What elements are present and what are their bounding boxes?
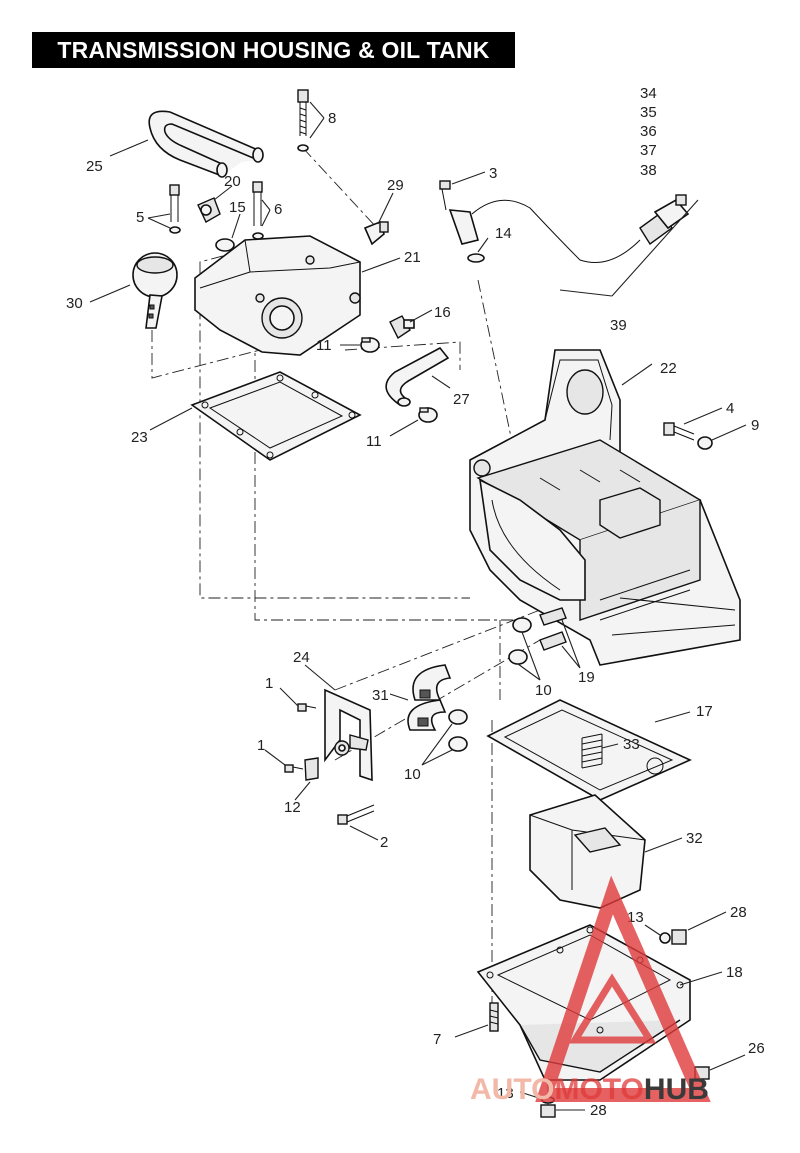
vent-hose-part-25 <box>148 110 264 178</box>
callout-22: 22 <box>660 360 677 377</box>
hose-clamp-part-10-upper-b <box>508 649 528 665</box>
callout-10-upper: 10 <box>535 682 552 699</box>
callout-1-lower: 1 <box>257 737 265 754</box>
leader-lines <box>89 101 747 1111</box>
callout-27: 27 <box>453 391 470 408</box>
fitting-part-16 <box>389 315 415 340</box>
callout-labels: 8 25 20 5 15 6 29 21 30 16 11 27 11 23 3… <box>66 85 765 1119</box>
spring-part-33 <box>581 733 603 769</box>
callout-8: 8 <box>328 110 336 127</box>
callout-17: 17 <box>696 703 713 720</box>
callout-4: 4 <box>726 400 734 417</box>
callout-7: 7 <box>433 1031 441 1048</box>
callout-2: 2 <box>380 834 388 851</box>
callout-23: 23 <box>131 429 148 446</box>
callout-30: 30 <box>66 295 83 312</box>
callout-14: 14 <box>495 225 512 242</box>
bolt-part-5 <box>169 184 181 234</box>
callout-5: 5 <box>136 209 144 226</box>
baffle-part-32 <box>529 794 646 909</box>
callout-24: 24 <box>293 649 310 666</box>
top-cover-part-21 <box>194 235 361 356</box>
callout-1-upper: 1 <box>265 675 273 692</box>
screw-part-1-lower <box>284 764 304 773</box>
callout-37: 37 <box>640 142 657 159</box>
hose-clamp-part-10-lower-b <box>448 736 468 752</box>
callout-36: 36 <box>640 123 657 140</box>
watermark-moto: MOTO <box>554 1073 644 1106</box>
bracket-part-24 <box>324 688 373 782</box>
callout-11-upper: 11 <box>316 337 332 354</box>
bracket-part-12 <box>304 757 319 781</box>
wiring-harness-part-39 <box>471 194 690 263</box>
callout-25: 25 <box>86 158 103 175</box>
callout-39: 39 <box>610 317 627 334</box>
bolt-part-6 <box>252 181 264 240</box>
callout-34: 34 <box>640 85 657 102</box>
callout-29: 29 <box>387 177 404 194</box>
fitting-part-19-lower <box>539 631 567 651</box>
callout-3: 3 <box>489 165 497 182</box>
callout-19: 19 <box>578 669 595 686</box>
callout-13-lower: 13 <box>497 1085 514 1102</box>
callout-32: 32 <box>686 830 703 847</box>
bolt-part-4 <box>663 422 695 441</box>
drain-plug-part-28-lower <box>540 1104 556 1118</box>
watermark-auto: AUTO <box>470 1073 555 1106</box>
drain-plug-part-28-upper <box>671 929 687 945</box>
callout-9: 9 <box>751 417 759 434</box>
o-ring-part-14 <box>467 253 485 263</box>
watermark-logo-icon <box>535 875 711 1102</box>
gasket-part-23 <box>190 371 362 461</box>
hose-clamp-part-10-upper-a <box>512 617 532 633</box>
callout-21: 21 <box>404 249 421 266</box>
sender-part-20 <box>197 197 221 223</box>
hose-part-31 <box>407 664 452 731</box>
hose-clamp-part-11-upper <box>360 337 380 353</box>
sensor-part-3 <box>439 180 479 245</box>
callout-11-lower: 11 <box>366 433 382 450</box>
hose-part-27 <box>385 346 450 407</box>
callout-10-lower: 10 <box>404 766 421 783</box>
dipstick-part-30 <box>132 252 178 329</box>
callout-12: 12 <box>284 799 301 816</box>
callout-31: 31 <box>372 687 389 704</box>
elbow-fitting-part-29 <box>363 220 389 246</box>
gasket-part-17 <box>486 699 692 801</box>
callout-15: 15 <box>229 199 246 216</box>
o-ring-part-13-upper <box>659 932 671 944</box>
callout-35: 35 <box>640 104 657 121</box>
callout-28-upper: 28 <box>730 904 747 921</box>
watermark-text: AUTOMOTOHUB <box>470 1070 800 1110</box>
screw-part-1-upper <box>297 703 317 712</box>
hose-clamp-part-10-lower-a <box>448 709 468 725</box>
callout-20: 20 <box>224 173 241 190</box>
fitting-part-19-upper <box>539 607 567 626</box>
bolt-part-2 <box>337 804 375 825</box>
watermark-hub: HUB <box>643 1073 709 1106</box>
callout-38: 38 <box>640 162 657 179</box>
page-title: TRANSMISSION HOUSING & OIL TANK <box>57 37 490 63</box>
transmission-housing-part-22 <box>469 349 741 666</box>
callout-16: 16 <box>434 304 451 321</box>
bolt-part-8 <box>297 89 309 152</box>
title-bar: TRANSMISSION HOUSING & OIL TANK <box>32 32 515 68</box>
callout-18: 18 <box>726 964 743 981</box>
callout-33: 33 <box>623 736 640 753</box>
callout-26: 26 <box>748 1040 765 1057</box>
washer-part-9 <box>697 436 713 450</box>
callout-6: 6 <box>274 201 282 218</box>
callout-28-lower: 28 <box>590 1102 607 1119</box>
o-ring-part-15 <box>215 238 235 252</box>
hose-clamp-part-11-lower <box>418 407 438 423</box>
bolt-part-7 <box>489 1002 499 1032</box>
